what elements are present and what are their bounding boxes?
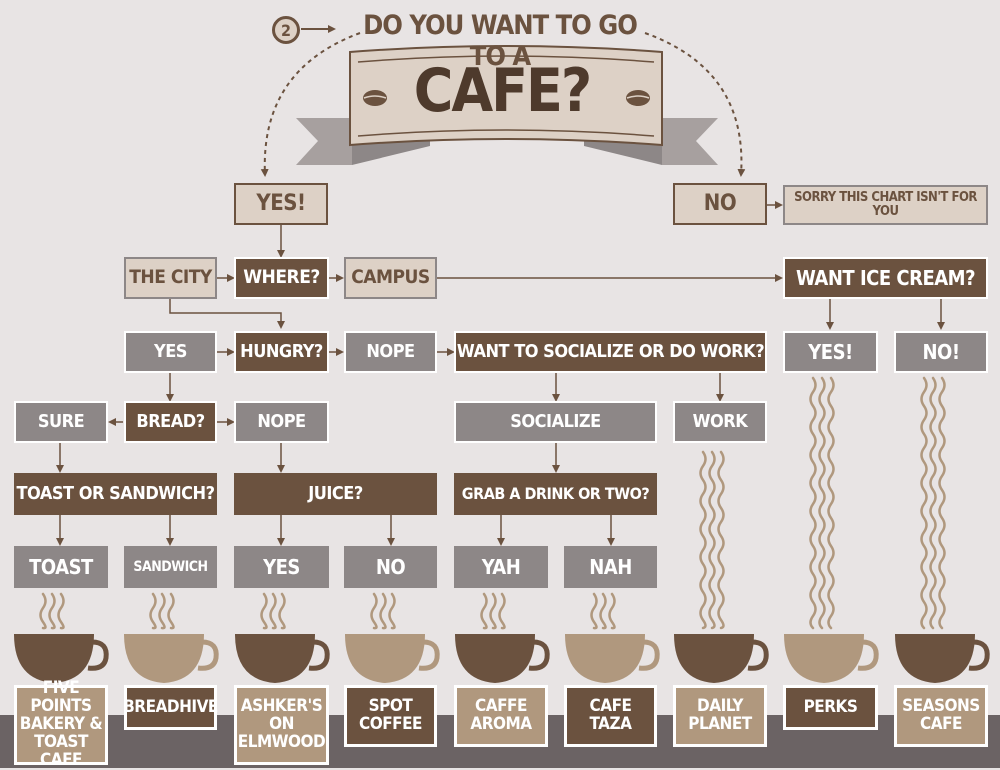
node-juice-no: NO	[344, 546, 437, 588]
cafe-label: PERKS	[783, 685, 878, 730]
node-socialize: SOCIALIZE	[454, 401, 657, 443]
coffee-cup-icon	[124, 634, 219, 683]
coffee-cup-icon	[895, 634, 990, 683]
node-grab-drink: GRAB A DRINK OR TWO?	[454, 473, 657, 515]
coffee-cup-icon	[455, 634, 550, 683]
node-ice-yes: YES!	[783, 331, 878, 373]
node-ice-no: NO!	[894, 331, 988, 373]
node-sure: SURE	[14, 401, 108, 443]
node-work: WORK	[673, 401, 767, 443]
coffee-bean-icon	[626, 90, 650, 106]
node-sandwich: SANDWICH	[124, 546, 217, 588]
steam-decoration	[39, 376, 946, 630]
node-hungry-nope: NOPE	[344, 331, 437, 373]
node-bread-nope: NOPE	[234, 401, 329, 443]
node-juice-yes: YES	[234, 546, 329, 588]
node-sorry: SORRY THIS CHART ISN'T FOR YOU	[783, 185, 988, 225]
node-socialize-or-work: WANT TO SOCIALIZE OR DO WORK?	[454, 331, 767, 373]
node-the-city: THE CITY	[124, 257, 217, 299]
coffee-cup-icon	[14, 634, 109, 683]
node-campus: CAMPUS	[344, 257, 437, 299]
coffee-bean-icon	[363, 90, 387, 106]
coffee-cup-icon	[235, 634, 330, 683]
node-hungry: HUNGRY?	[234, 331, 329, 373]
coffee-cup-icon	[565, 634, 660, 683]
title-banner	[296, 45, 718, 165]
node-toast-or-sandwich: TOAST OR SANDWICH?	[14, 473, 217, 515]
node-nah: NAH	[564, 546, 657, 588]
coffee-cup-icon	[784, 634, 879, 683]
coffee-cup-icon	[345, 634, 440, 683]
node-bread: BREAD?	[124, 401, 217, 443]
coffee-cup-icon	[674, 634, 769, 683]
cafe-label: BREADHIVE	[123, 685, 218, 730]
node-ice-cream: WANT ICE CREAM?	[783, 257, 988, 299]
step-number-badge: 2	[272, 16, 300, 44]
node-yah: YAH	[454, 546, 548, 588]
node-where: WHERE?	[234, 257, 329, 299]
node-no: NO	[673, 183, 767, 225]
node-yes: YES!	[234, 183, 328, 225]
node-juice: JUICE?	[234, 473, 437, 515]
node-toast: TOAST	[14, 546, 108, 588]
title-line-1: DO YOU WANT TO GO TO A	[363, 10, 638, 72]
node-hungry-yes: YES	[124, 331, 217, 373]
title-main: CAFE?	[413, 56, 592, 126]
